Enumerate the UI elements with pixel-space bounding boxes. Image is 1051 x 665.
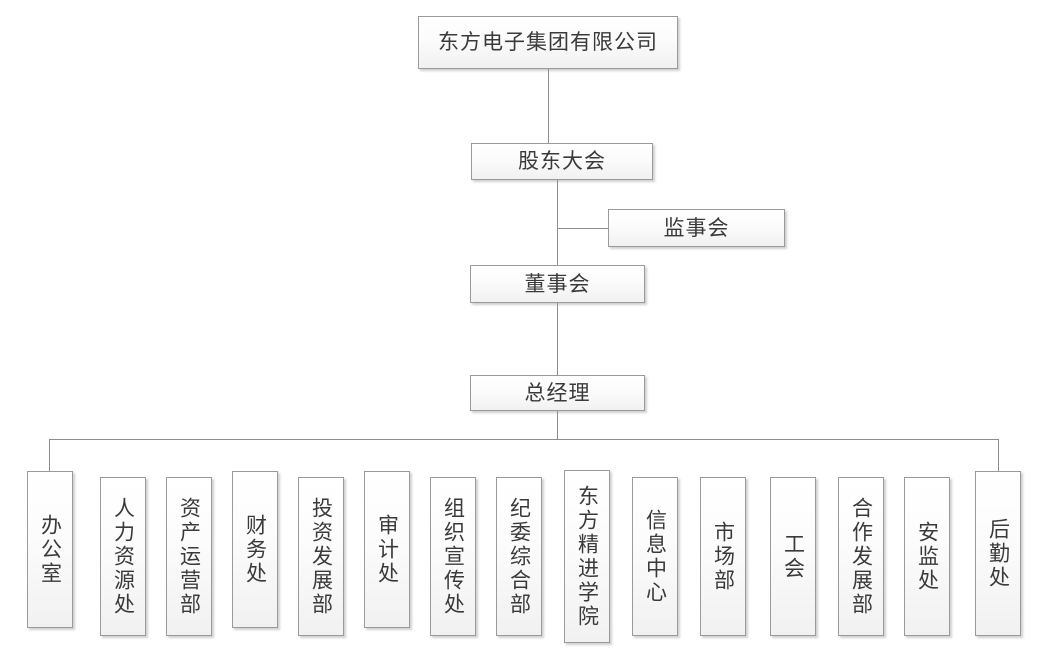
node-company-label: 东方电子集团有限公司 <box>438 30 658 54</box>
department-label: 投资发展部 <box>309 496 334 617</box>
node-company[interactable]: 东方电子集团有限公司 <box>418 16 678 69</box>
department-label: 安监处 <box>915 520 940 593</box>
department-node[interactable]: 财务处 <box>232 471 278 628</box>
department-node[interactable]: 纪委综合部 <box>496 477 542 636</box>
connector-board-to-general-manager <box>557 303 558 375</box>
node-shareholders-meeting-label: 股东大会 <box>518 149 606 173</box>
department-label: 组织宣传处 <box>441 496 466 617</box>
node-general-manager[interactable]: 总经理 <box>470 375 645 411</box>
department-node[interactable]: 办公室 <box>27 471 73 628</box>
connector-general-manager-to-bus <box>557 411 558 439</box>
department-distribution-bus <box>49 439 999 440</box>
node-board-of-directors-label: 董事会 <box>524 271 591 296</box>
department-label: 审计处 <box>375 513 400 586</box>
connector-company-to-shareholders <box>548 69 549 143</box>
department-node[interactable]: 资产运营部 <box>166 477 212 636</box>
department-node[interactable]: 合作发展部 <box>838 477 884 636</box>
department-label: 人力资源处 <box>111 496 136 617</box>
department-label: 后勤处 <box>986 517 1011 590</box>
connector-board-branch-to-supervisors <box>557 228 608 229</box>
connector-bus-to-first-department <box>49 439 50 471</box>
department-node[interactable]: 东方精进学院 <box>564 470 610 643</box>
department-label: 合作发展部 <box>849 496 874 617</box>
department-label: 工会 <box>781 532 806 581</box>
node-general-manager-label: 总经理 <box>524 380 591 405</box>
department-node[interactable]: 投资发展部 <box>298 477 344 636</box>
department-node[interactable]: 人力资源处 <box>100 477 146 636</box>
node-shareholders-meeting[interactable]: 股东大会 <box>471 143 653 180</box>
department-node[interactable]: 工会 <box>770 477 816 636</box>
connector-bus-to-last-department <box>998 439 999 471</box>
department-label: 资产运营部 <box>177 496 202 617</box>
department-node[interactable]: 市场部 <box>700 477 746 636</box>
department-label: 信息中心 <box>643 508 668 605</box>
connector-shareholders-to-board <box>557 180 558 265</box>
department-node[interactable]: 安监处 <box>904 477 950 636</box>
department-node[interactable]: 信息中心 <box>632 477 678 636</box>
node-board-of-supervisors-label: 监事会 <box>663 215 730 240</box>
department-node[interactable]: 审计处 <box>364 471 410 628</box>
department-label: 东方精进学院 <box>575 484 600 629</box>
node-board-of-directors[interactable]: 董事会 <box>470 265 645 303</box>
department-node[interactable]: 组织宣传处 <box>430 477 476 636</box>
department-label: 财务处 <box>243 513 268 586</box>
department-node[interactable]: 后勤处 <box>975 471 1021 636</box>
node-board-of-supervisors[interactable]: 监事会 <box>608 209 785 247</box>
department-label: 市场部 <box>711 520 736 593</box>
department-label: 纪委综合部 <box>507 496 532 617</box>
department-label: 办公室 <box>38 513 63 586</box>
